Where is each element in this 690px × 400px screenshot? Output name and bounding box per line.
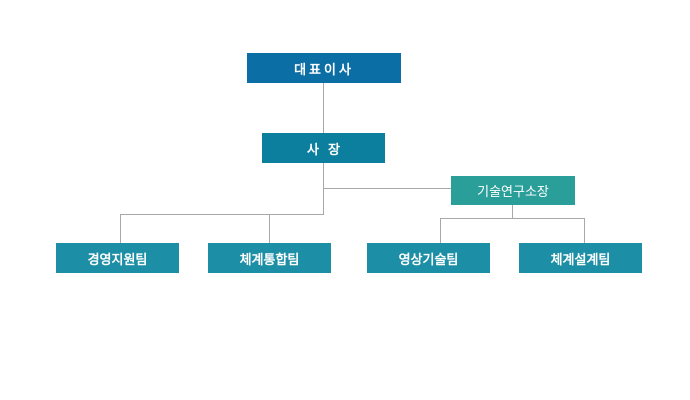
connector-team-1: [120, 214, 121, 243]
connector-team-2: [269, 214, 270, 243]
connector-left-bus: [120, 214, 324, 215]
connector-president-lab: [323, 188, 451, 189]
team-box-imaging-technology: 영상기술팀: [367, 243, 490, 273]
lab-director-box: 기술연구소장: [451, 176, 575, 205]
connector-lab-down: [512, 205, 513, 218]
ceo-box: 대표이사: [247, 53, 401, 83]
team-box-system-design: 체계설계팀: [519, 243, 642, 273]
team-box-system-integration: 체계통합팀: [208, 243, 331, 273]
connector-team-4: [584, 218, 585, 243]
president-box: 사 장: [262, 133, 385, 163]
team-box-management-support: 경영지원팀: [56, 243, 179, 273]
connector-right-bus: [440, 218, 585, 219]
connector-ceo-president: [323, 83, 324, 133]
connector-team-3: [440, 218, 441, 243]
